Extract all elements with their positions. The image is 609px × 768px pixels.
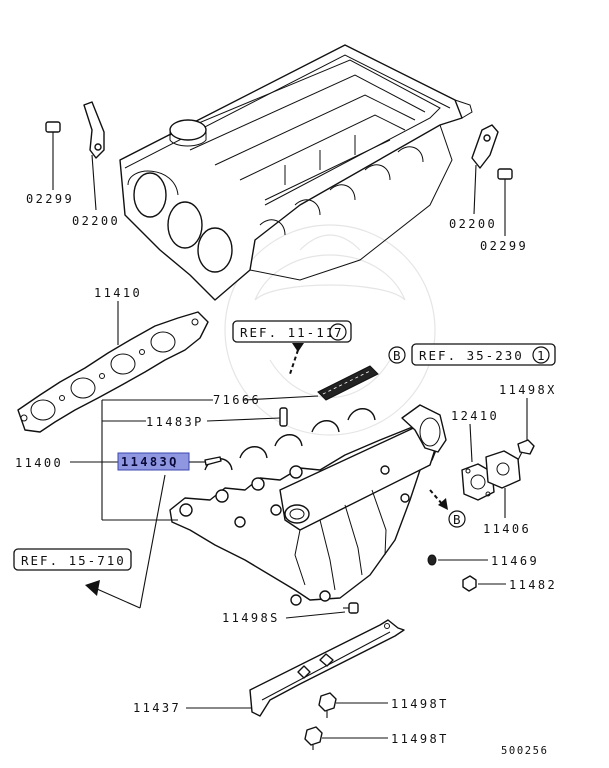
bracket-02200-right[interactable] bbox=[471, 124, 499, 169]
highlight-11483Q[interactable]: 11483Q bbox=[117, 452, 190, 471]
marker-b-arrow[interactable]: B bbox=[429, 489, 466, 528]
ref-box-15-710[interactable]: REF. 15-710 bbox=[13, 548, 132, 571]
ref-35-230-text: REF. 35-230 bbox=[419, 348, 524, 363]
label-11437: 11437 bbox=[133, 701, 181, 715]
callout-bracket-11400 bbox=[70, 399, 213, 521]
gasket-11410[interactable] bbox=[17, 311, 209, 433]
bracket-71666[interactable] bbox=[317, 365, 379, 401]
intake-manifold-11400[interactable] bbox=[169, 404, 447, 606]
bolt-02299-right[interactable] bbox=[497, 168, 513, 186]
stud-11483Q[interactable] bbox=[189, 456, 222, 466]
label-11498T-b: 11498T bbox=[391, 732, 449, 746]
label-11400: 11400 bbox=[15, 456, 63, 470]
bracket-02200-left[interactable] bbox=[83, 101, 105, 159]
bolt-11498T-b[interactable] bbox=[304, 726, 323, 750]
footer-code: 500256 bbox=[501, 745, 549, 757]
marker-b-top[interactable]: B bbox=[388, 346, 406, 364]
nut-11482[interactable] bbox=[462, 575, 477, 592]
label-11406: 11406 bbox=[483, 522, 531, 536]
label-02200-left: 02200 bbox=[72, 214, 120, 228]
ref-box-35-230[interactable]: REF. 35-230 1 bbox=[411, 343, 556, 366]
bolt-02299-left[interactable] bbox=[45, 121, 61, 141]
bolt-11498T-a[interactable] bbox=[318, 692, 337, 718]
marker-b-letter: B bbox=[453, 512, 463, 527]
stud-11483P[interactable] bbox=[279, 407, 288, 427]
ref-35-230-number: 1 bbox=[537, 348, 547, 363]
ref-15-710-text: REF. 15-710 bbox=[21, 553, 126, 568]
label-11482: 11482 bbox=[509, 578, 557, 592]
label-12410: 12410 bbox=[451, 409, 499, 423]
watermark-emblem bbox=[224, 224, 436, 436]
gasket-12410[interactable] bbox=[461, 463, 495, 501]
label-11410: 11410 bbox=[94, 286, 142, 300]
label-11483P: 11483P bbox=[146, 415, 204, 429]
nut-11469[interactable] bbox=[427, 554, 437, 566]
label-11469: 11469 bbox=[491, 554, 539, 568]
label-02299-right: 02299 bbox=[480, 239, 528, 253]
bolt-11498S[interactable] bbox=[343, 602, 359, 614]
ref-15-710-arrow bbox=[85, 474, 166, 609]
cover-11406[interactable] bbox=[485, 450, 521, 489]
ref-11-110-number: 7 bbox=[334, 325, 344, 340]
label-71666: 71666 bbox=[213, 393, 261, 407]
label-11483Q: 11483Q bbox=[121, 455, 179, 469]
cylinder-head[interactable] bbox=[119, 44, 473, 301]
ref-11-110-arrow bbox=[289, 343, 304, 375]
label-11498S: 11498S bbox=[222, 611, 280, 625]
label-02200-right: 02200 bbox=[449, 217, 497, 231]
label-11498X: 11498X bbox=[499, 383, 557, 397]
marker-b-top-letter: B bbox=[393, 348, 403, 363]
stay-11437[interactable] bbox=[249, 619, 405, 717]
ref-11-110-text: REF. 11-110 bbox=[240, 325, 345, 340]
ref-box-11-110[interactable]: REF. 11-110 7 bbox=[232, 320, 352, 343]
bolt-11498X[interactable] bbox=[517, 439, 535, 461]
label-02299-left: 02299 bbox=[26, 192, 74, 206]
label-11498T-a: 11498T bbox=[391, 697, 449, 711]
